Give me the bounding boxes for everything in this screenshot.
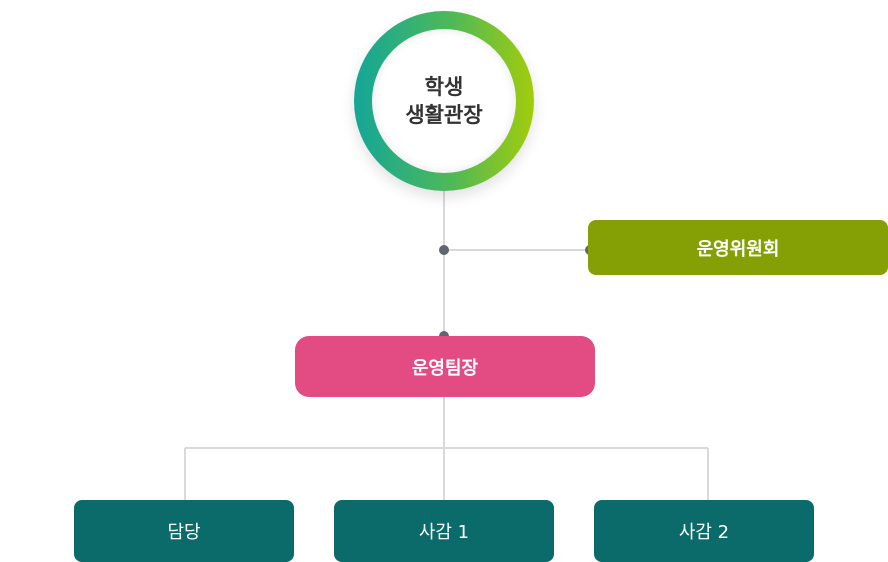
- team-leader-node: 운영팀장: [295, 336, 595, 397]
- top-node-line1: 학생: [424, 75, 464, 99]
- staff-label-3: 사감 2: [678, 522, 730, 543]
- top-node-ring: 학생 생활관장: [354, 11, 534, 191]
- committee-label: 운영위원회: [696, 238, 780, 260]
- staff-label-1: 담당: [167, 522, 201, 543]
- staff-node-2: 사감 1: [334, 500, 554, 562]
- committee-node: 운영위원회: [588, 220, 888, 275]
- top-node: 학생 생활관장: [372, 29, 516, 173]
- staff-node-1: 담당: [74, 500, 294, 562]
- top-node-line2: 생활관장: [405, 103, 483, 127]
- staff-node-3: 사감 2: [594, 500, 814, 562]
- staff-label-2: 사감 1: [418, 522, 470, 543]
- team-leader-label: 운영팀장: [411, 357, 479, 379]
- connector-dot-branch: [439, 245, 449, 255]
